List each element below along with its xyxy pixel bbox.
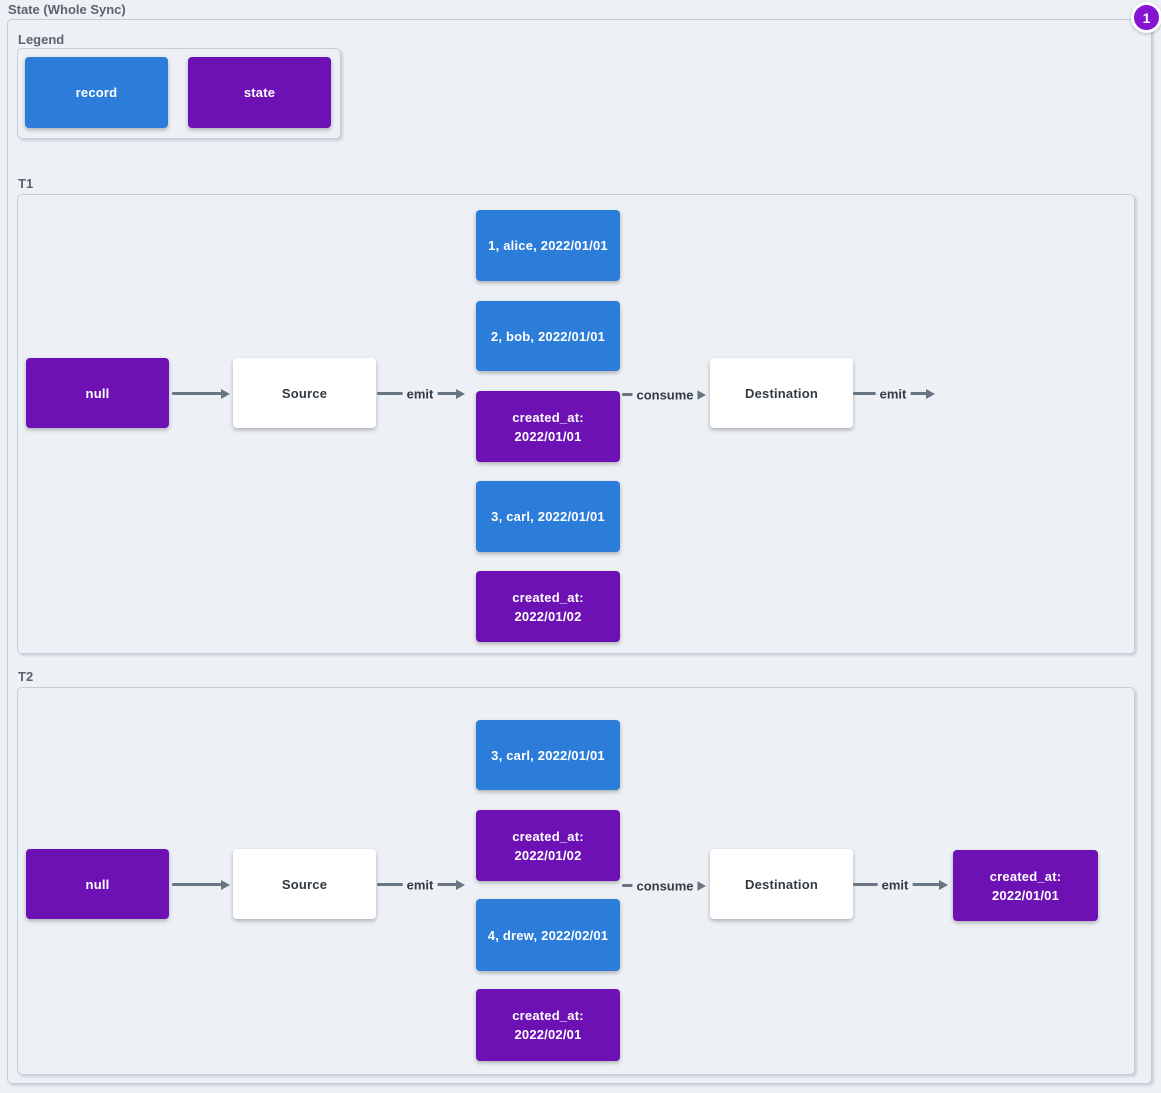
t2-state-2: created_at: 2022/02/01 xyxy=(476,989,620,1061)
t2-edge-null-to-source xyxy=(172,883,222,886)
t1-state-1: created_at: 2022/01/01 xyxy=(476,391,620,462)
legend-state-node: state xyxy=(188,57,331,128)
t2-destination-node: Destination xyxy=(710,849,853,919)
cluster-t1 xyxy=(17,194,1135,654)
cluster-t1-label: T1 xyxy=(18,176,34,191)
t2-edge-label-consume: consume xyxy=(632,878,698,894)
cluster-legend xyxy=(17,48,341,139)
t2-edge-label-emit: emit xyxy=(402,877,438,893)
t2-edge-label-emit-out: emit xyxy=(877,877,913,893)
t1-destination-node: Destination xyxy=(710,358,853,428)
t2-source-node: Source xyxy=(233,849,376,919)
t1-state-2: created_at: 2022/01/02 xyxy=(476,571,620,642)
t2-record-1: 3, carl, 2022/01/01 xyxy=(476,720,620,790)
t1-edge-label-emit: emit xyxy=(402,386,438,402)
t1-source-node: Source xyxy=(233,358,376,428)
cluster-state-whole-sync xyxy=(7,19,1152,1084)
t2-record-2: 4, drew, 2022/02/01 xyxy=(476,899,620,971)
t1-record-2: 2, bob, 2022/01/01 xyxy=(476,301,620,371)
t1-record-1: 1, alice, 2022/01/01 xyxy=(476,210,620,281)
t1-edge-label-consume: consume xyxy=(632,387,698,403)
t2-null-node: null xyxy=(26,849,169,919)
t2-state-1: created_at: 2022/01/02 xyxy=(476,810,620,881)
cluster-state-label: State (Whole Sync) xyxy=(8,2,126,17)
step-badge: 1 xyxy=(1131,2,1161,33)
legend-record-node: record xyxy=(25,57,168,128)
t2-output-state-node: created_at: 2022/01/01 xyxy=(953,850,1098,921)
cluster-t2 xyxy=(17,687,1135,1075)
t1-edge-label-emit-out: emit xyxy=(875,386,911,402)
t1-edge-null-to-source xyxy=(172,392,222,395)
cluster-legend-label: Legend xyxy=(18,32,65,47)
t1-record-3: 3, carl, 2022/01/01 xyxy=(476,481,620,552)
t1-null-node: null xyxy=(26,358,169,428)
cluster-t2-label: T2 xyxy=(18,669,34,684)
